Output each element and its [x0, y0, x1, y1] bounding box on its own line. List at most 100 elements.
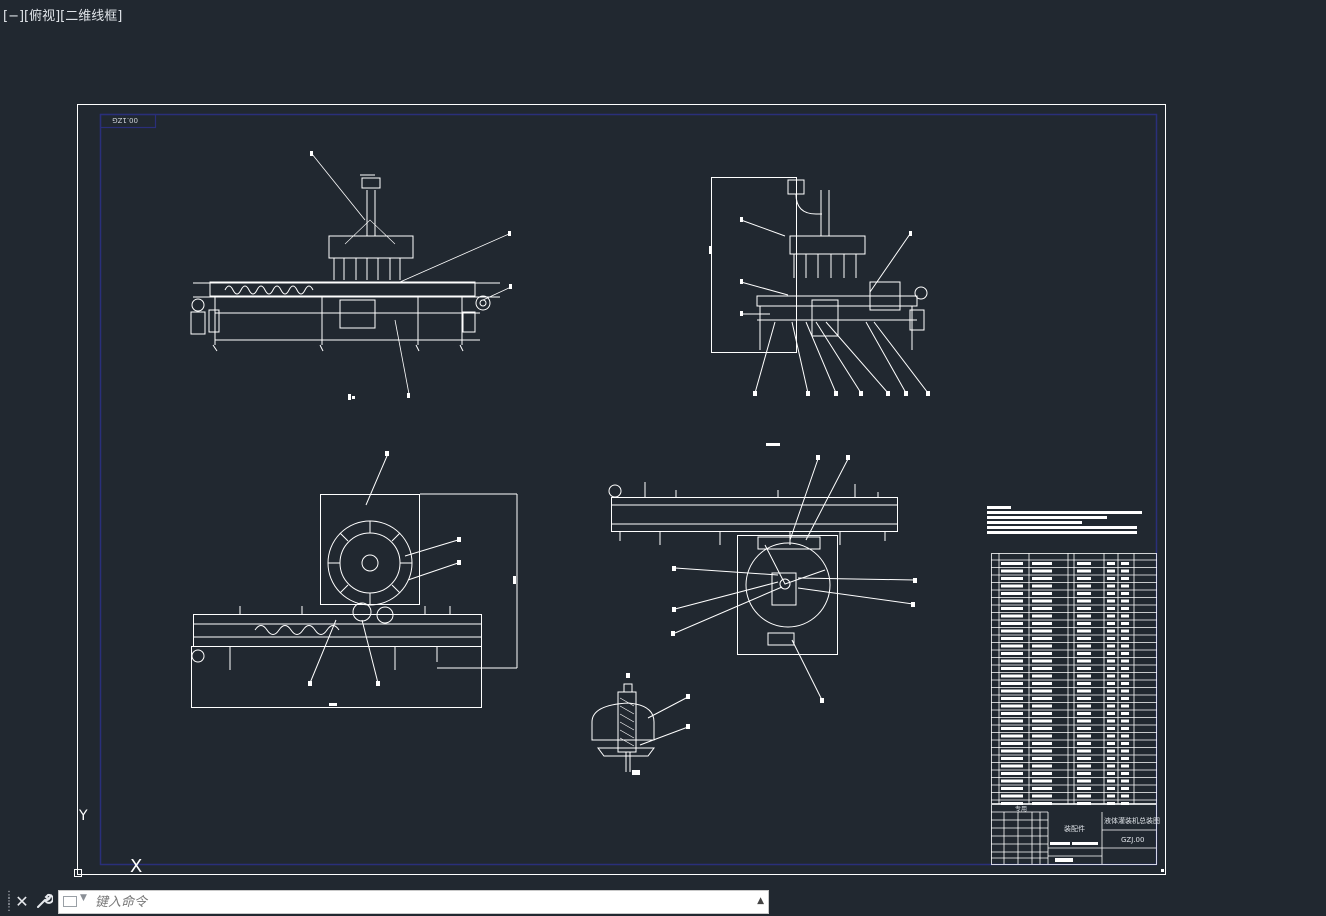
parts-list-cell-mark	[1032, 787, 1052, 790]
parts-list-cell-mark	[1121, 607, 1129, 610]
parts-list-cell-mark	[1032, 727, 1052, 730]
parts-list-cell-mark	[1001, 794, 1023, 798]
viewport-controls-label[interactable]: [−][俯视][二维线框]	[3, 9, 123, 24]
title-block-drawing-no: GZJ.00	[1121, 836, 1144, 844]
parts-list-cell-mark	[1121, 667, 1129, 670]
parts-list-cell-mark	[1077, 772, 1091, 775]
parts-list-cell-mark	[1121, 697, 1129, 700]
parts-list-cell-mark	[1121, 682, 1129, 685]
parts-list-cell-mark	[1032, 644, 1052, 648]
parts-list-cell-mark	[1032, 779, 1052, 783]
parts-list-cell-mark	[1107, 584, 1115, 588]
parts-list-cell-mark	[1107, 727, 1115, 730]
parts-list-cell-mark	[1107, 802, 1115, 805]
drawing-canvas[interactable]: 00.1ZG	[0, 0, 1326, 889]
parts-list-cell-mark	[1001, 629, 1023, 633]
command-input-box[interactable]: ▼ ▲	[58, 890, 769, 914]
parts-list-cell-mark	[1001, 577, 1023, 580]
parts-list-cell-mark	[1121, 629, 1129, 633]
parts-list-cell-mark	[1107, 734, 1115, 738]
parts-list-cell-mark	[1107, 719, 1115, 723]
parts-list-cell-mark	[1121, 674, 1129, 678]
parts-list-cell-mark	[1032, 794, 1052, 798]
parts-list-cell-mark	[1001, 674, 1023, 678]
parts-list-cell-mark	[1001, 749, 1023, 753]
parts-list-cell-mark	[1121, 644, 1129, 648]
parts-list-cell-mark	[1107, 697, 1115, 700]
parts-list-cell-mark	[1001, 659, 1023, 663]
caret-up-icon[interactable]: ▲	[757, 896, 764, 906]
parts-list-cell-mark	[1107, 757, 1115, 760]
parts-list-cell-mark	[1107, 569, 1115, 573]
parts-list-cell-mark	[1107, 659, 1115, 663]
wrench-icon-glyph	[37, 893, 54, 908]
parts-list-cell-mark	[1107, 704, 1115, 708]
parts-list-cell-mark	[1077, 704, 1091, 708]
parts-list-cell-mark	[1001, 712, 1023, 715]
ucs-y-label: Y	[78, 808, 88, 824]
parts-list-cell-mark	[1077, 599, 1091, 603]
parts-list-cell-mark	[1032, 712, 1052, 715]
parts-list-cell-mark	[1077, 607, 1091, 610]
plan-view	[191, 455, 518, 708]
parts-list-cell-mark	[1032, 749, 1052, 753]
parts-list-cell-mark	[1001, 614, 1023, 618]
parts-list-cell-mark	[1001, 779, 1023, 783]
parts-list-cell-mark	[1107, 787, 1115, 790]
parts-list-cell-mark	[1077, 577, 1091, 580]
parts-list-cell-mark	[1107, 599, 1115, 603]
parts-list-cell-mark	[1077, 674, 1091, 678]
parts-list-cell-mark	[1121, 719, 1129, 723]
parts-list-cell-mark	[1077, 622, 1091, 625]
parts-list-cell-mark	[1077, 794, 1091, 798]
parts-list-cell-mark	[1121, 622, 1129, 625]
parts-list-cell-mark	[1121, 712, 1129, 715]
parts-list-cell-mark	[1077, 667, 1091, 670]
command-prompt-icon[interactable]	[63, 896, 77, 907]
parts-list-cell-mark	[1121, 704, 1129, 708]
parts-list-cell-mark	[1032, 629, 1052, 633]
parts-list-cell-mark	[1107, 667, 1115, 670]
parts-list-cell-mark	[1077, 614, 1091, 618]
drag-handle[interactable]: ⋮⋮⋮	[4, 890, 14, 913]
command-input[interactable]	[95, 893, 745, 911]
parts-list-cell-mark	[1001, 734, 1023, 738]
parts-list-cell-mark	[1077, 802, 1091, 805]
parts-list-cell-mark	[1032, 652, 1052, 655]
parts-list-cell-mark	[1001, 742, 1023, 745]
parts-list-cell-mark	[1001, 569, 1023, 573]
parts-list-cell-mark	[1121, 599, 1129, 603]
parts-list-cell-mark	[1107, 682, 1115, 685]
parts-list-cell-mark	[1121, 764, 1129, 768]
parts-list-cell-mark	[1121, 779, 1129, 783]
parts-list-cell-mark	[1001, 727, 1023, 730]
parts-list-cell-mark	[1121, 577, 1129, 580]
wrench-icon[interactable]	[34, 892, 54, 912]
parts-list-cell-mark	[1107, 577, 1115, 580]
parts-list-cell-mark	[1077, 659, 1091, 663]
parts-list-cell-mark	[1107, 652, 1115, 655]
parts-list-cell-mark	[1001, 757, 1023, 760]
parts-list-cell-mark	[1001, 584, 1023, 588]
parts-list-cell-mark	[1107, 622, 1115, 625]
parts-list-cell-mark	[1032, 667, 1052, 670]
parts-list-cell-mark	[1107, 712, 1115, 715]
parts-list-cell-mark	[1001, 787, 1023, 790]
parts-list-cell-mark	[1121, 689, 1129, 693]
parts-list-cell-mark	[1107, 592, 1115, 595]
parts-list-cell-mark	[1032, 599, 1052, 603]
parts-list-cell-mark	[1107, 644, 1115, 648]
parts-list-cell-mark	[1121, 637, 1129, 640]
parts-list-cell-mark	[1032, 704, 1052, 708]
parts-list-cell-mark	[1077, 742, 1091, 745]
parts-list-cell-mark	[1107, 562, 1115, 565]
parts-list-cell-mark	[1077, 689, 1091, 693]
parts-list-cell-mark	[1001, 689, 1023, 693]
parts-list-cell-mark	[1001, 772, 1023, 775]
parts-list-cell-mark	[1077, 584, 1091, 588]
chevron-down-icon[interactable]: ▼	[80, 893, 87, 903]
parts-list-cell-mark	[1032, 584, 1052, 588]
close-icon[interactable]: ✕	[15, 892, 29, 911]
ucs-x-label: X	[130, 856, 142, 877]
parts-list-cell-mark	[1032, 697, 1052, 700]
